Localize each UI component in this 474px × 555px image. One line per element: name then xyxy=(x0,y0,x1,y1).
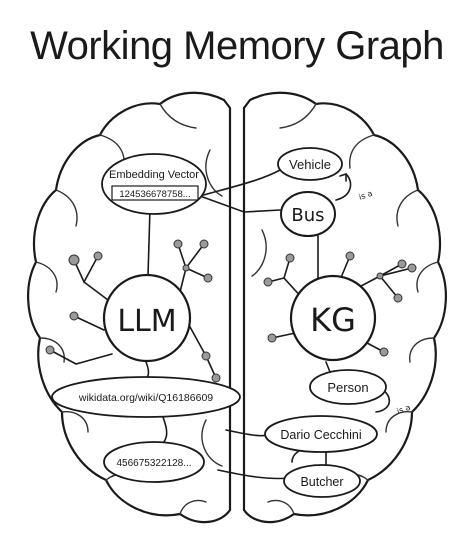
embedding-vector-title: Embedding Vector xyxy=(109,169,199,181)
number-label: 456675322128... xyxy=(116,458,191,469)
left-hemisphere xyxy=(27,91,232,524)
dario-cecchini-node: Dario Cecchini xyxy=(264,415,378,453)
is-a-label-bottom: is a xyxy=(396,403,412,416)
person-node: Person xyxy=(309,369,387,405)
bus-label: Bus xyxy=(291,205,324,226)
kg-label: KG xyxy=(310,301,356,339)
wikidata-label: wikidata.org/wiki/Q16186609 xyxy=(78,392,213,404)
butcher-node: Butcher xyxy=(283,464,361,498)
vehicle-node: Vehicle xyxy=(277,147,343,181)
bus-node: Bus xyxy=(280,191,336,237)
vehicle-label: Vehicle xyxy=(289,157,331,172)
wikidata-node: wikidata.org/wiki/Q16186609 xyxy=(51,376,241,418)
page-title: Working Memory Graph xyxy=(30,24,444,68)
llm-label: LLM xyxy=(117,304,176,339)
person-label: Person xyxy=(327,380,368,395)
number-node: 456675322128... xyxy=(103,441,205,483)
embedding-vector-node: Embedding Vector 124536678758... xyxy=(101,153,207,215)
kg-node: KG xyxy=(289,274,377,362)
butcher-label: Butcher xyxy=(300,475,343,489)
embedding-vector-value: 124536678758... xyxy=(119,189,190,200)
dario-cecchini-label: Dario Cecchini xyxy=(280,428,361,442)
right-hemisphere xyxy=(242,91,447,524)
llm-node: LLM xyxy=(102,273,192,363)
is-a-label-top: is a xyxy=(358,189,374,202)
